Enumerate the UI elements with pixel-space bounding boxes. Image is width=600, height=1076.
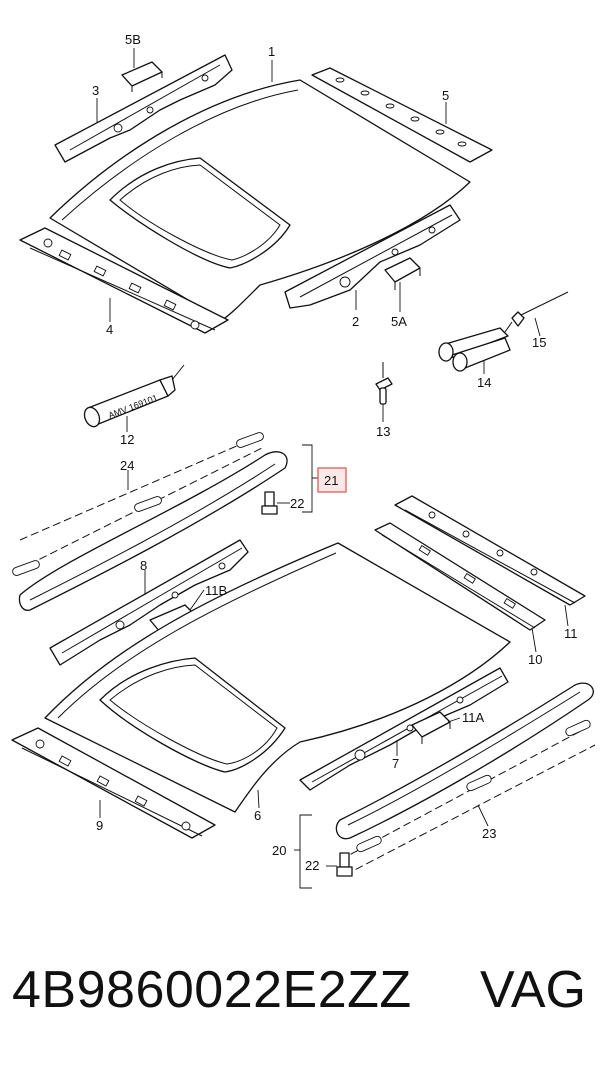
label-1: 1 xyxy=(268,44,275,59)
side-rail-10 xyxy=(374,522,546,631)
label-14: 14 xyxy=(477,375,491,390)
sealant-tube-12: AMV 169101 xyxy=(83,364,185,428)
label-20: 20 xyxy=(272,843,286,858)
nozzle-15 xyxy=(511,291,569,327)
bracket-20 xyxy=(294,814,312,889)
rivet-13 xyxy=(375,362,393,405)
label-11b: 11B xyxy=(205,583,227,598)
front-rail-top xyxy=(311,67,493,163)
label-15: 15 xyxy=(532,335,546,350)
clip-5b xyxy=(121,61,163,92)
rear-rail-top xyxy=(19,227,229,334)
label-7: 7 xyxy=(392,756,399,771)
label-3: 3 xyxy=(92,83,99,98)
bolt-22-upper xyxy=(261,491,278,515)
label-11a: 11A xyxy=(462,710,484,725)
label-21: 21 xyxy=(324,473,338,488)
label-8: 8 xyxy=(140,558,147,573)
double-hose-14 xyxy=(438,321,513,372)
label-6: 6 xyxy=(254,808,261,823)
front-rail-bottom xyxy=(394,495,586,606)
roof-panel-bottom xyxy=(44,542,511,813)
label-23: 23 xyxy=(482,826,496,841)
highlight-box-21 xyxy=(317,467,347,493)
label-9: 9 xyxy=(96,818,103,833)
bracket-21 xyxy=(302,444,318,513)
label-22-upper: 22 xyxy=(290,496,304,511)
part-number: 4B9860022E2ZZ xyxy=(12,961,412,1019)
roof-panel-top xyxy=(49,79,471,321)
label-5: 5 xyxy=(442,88,449,103)
clip-11a xyxy=(411,711,451,744)
label-24: 24 xyxy=(120,458,134,473)
brand-label: VAG xyxy=(480,961,586,1019)
right-reinforcement-top xyxy=(284,204,461,309)
label-5a: 5A xyxy=(391,314,407,329)
part-labels: 1 5B 3 5 4 2 5A 15 14 13 12 24 21 22 8 1… xyxy=(92,32,578,873)
roof-parts-diagram: AMV 169101 xyxy=(11,32,596,889)
label-5b: 5B xyxy=(125,32,141,47)
roof-rail-left-24 xyxy=(12,432,288,611)
label-22-lower: 22 xyxy=(305,858,319,873)
label-13: 13 xyxy=(376,424,390,439)
roof-rail-right-23 xyxy=(335,682,596,876)
label-11: 11 xyxy=(564,626,578,641)
clip-5a xyxy=(384,257,421,290)
label-12: 12 xyxy=(120,432,134,447)
rear-rail-9 xyxy=(11,727,216,839)
label-4: 4 xyxy=(106,322,113,337)
left-reinforcement-top xyxy=(54,54,233,163)
label-10: 10 xyxy=(528,652,542,667)
leader-lines xyxy=(96,48,569,867)
label-2: 2 xyxy=(352,314,359,329)
bolt-22-lower xyxy=(336,852,353,877)
left-reinforcement-8 xyxy=(49,539,249,666)
